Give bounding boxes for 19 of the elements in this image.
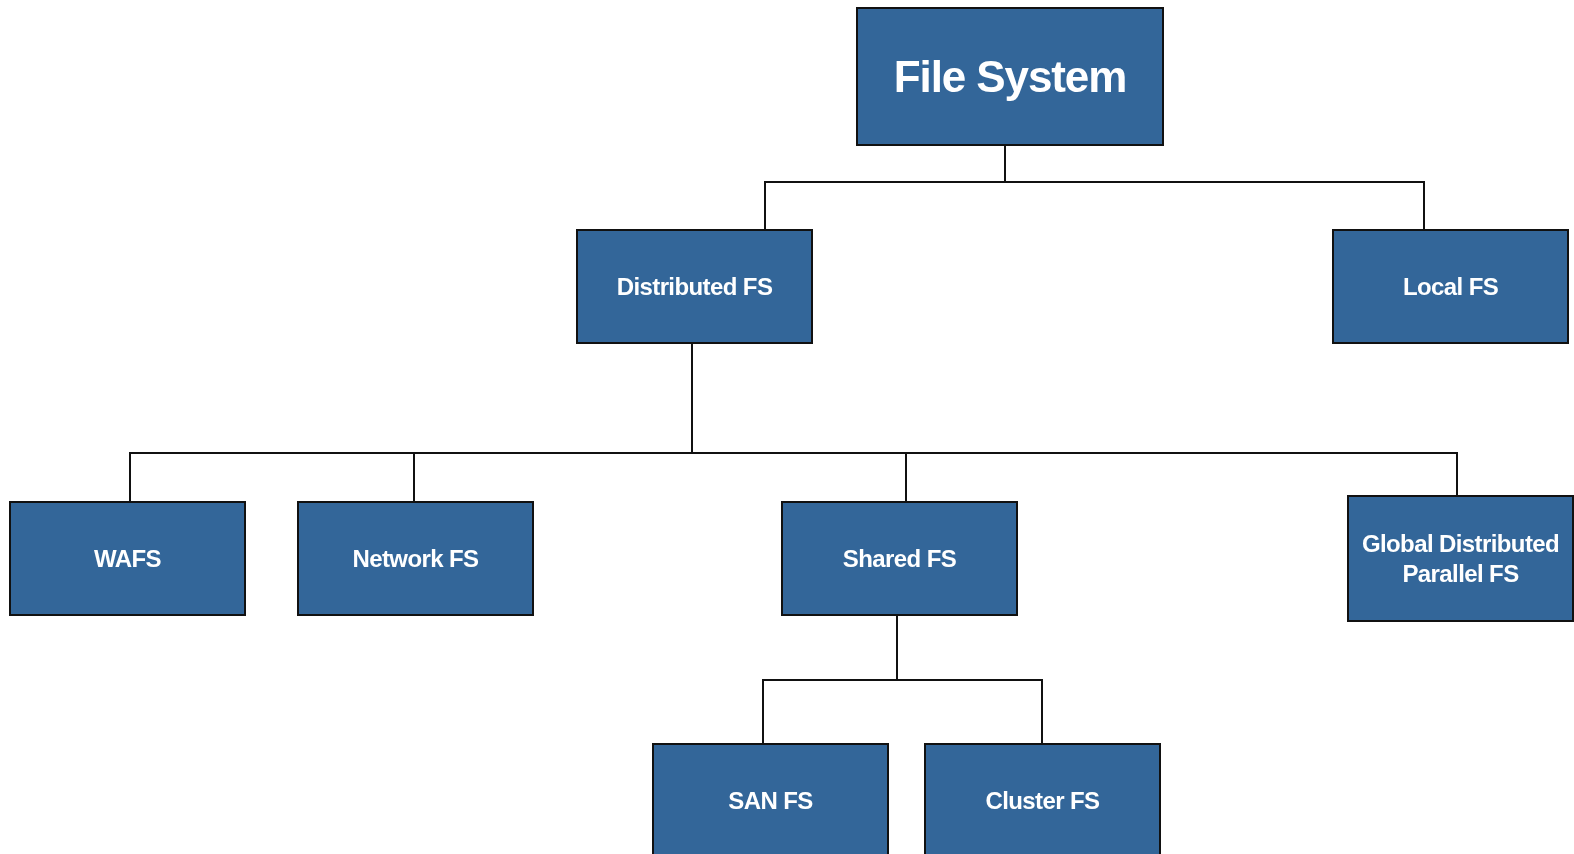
category-box — [297, 501, 534, 616]
category-box — [781, 501, 1018, 616]
box-label: SAN FS — [728, 785, 813, 816]
category-box — [856, 7, 1164, 146]
box-label: Network FS — [352, 543, 479, 574]
connector-line — [896, 615, 1043, 744]
category-box — [1347, 495, 1574, 622]
category-box — [576, 229, 813, 344]
box-label: Distributed FS — [616, 271, 773, 302]
box-label: Cluster FS — [985, 785, 1100, 816]
box-label: Shared FS — [842, 543, 957, 574]
category-box — [9, 501, 246, 616]
box-label: File System — [893, 50, 1127, 103]
box-label: Global Distributed Parallel FS — [1360, 528, 1561, 589]
category-box — [1332, 229, 1569, 344]
box-label: WAFS — [94, 543, 161, 574]
category-box — [652, 743, 889, 854]
box-label: Local FS — [1402, 271, 1499, 302]
category-box — [924, 743, 1161, 854]
